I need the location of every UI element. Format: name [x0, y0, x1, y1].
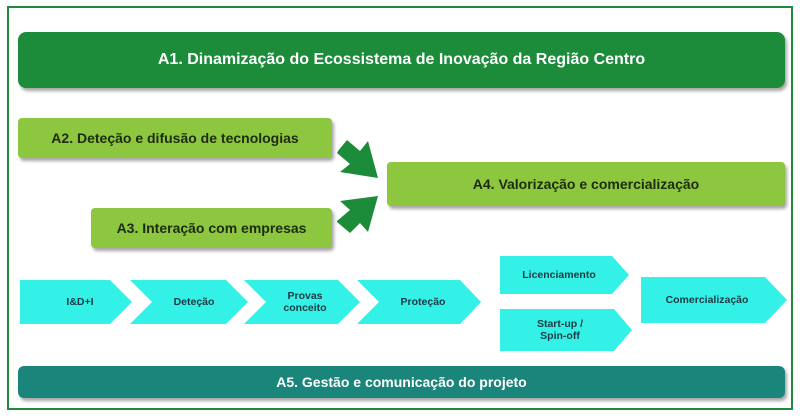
a4-valorization-box: A4. Valorização e comercialização	[387, 162, 785, 206]
chevron-licenciamento-shape	[500, 256, 629, 294]
chevron-provas-shape	[244, 280, 360, 324]
chevron-startup-shape	[500, 309, 632, 351]
arrow-a3-to-a4-icon	[337, 196, 378, 233]
chevron-protecao-shape	[357, 280, 481, 324]
arrow-a2-to-a4-icon	[337, 140, 378, 178]
a3-companies-box: A3. Interação com empresas	[91, 208, 332, 248]
a5-management-box: A5. Gestão e comunicação do projeto	[18, 366, 785, 398]
diagram-frame	[7, 6, 793, 410]
chevron-comercializacao-shape	[641, 277, 787, 323]
chevron-idi-shape	[20, 280, 132, 324]
chevron-detecao-shape	[130, 280, 248, 324]
a2-technology-box: A2. Deteção e difusão de tecnologias	[18, 118, 332, 158]
a1-ecosystem-box: A1. Dinamização do Ecossistema de Inovaç…	[18, 32, 785, 88]
